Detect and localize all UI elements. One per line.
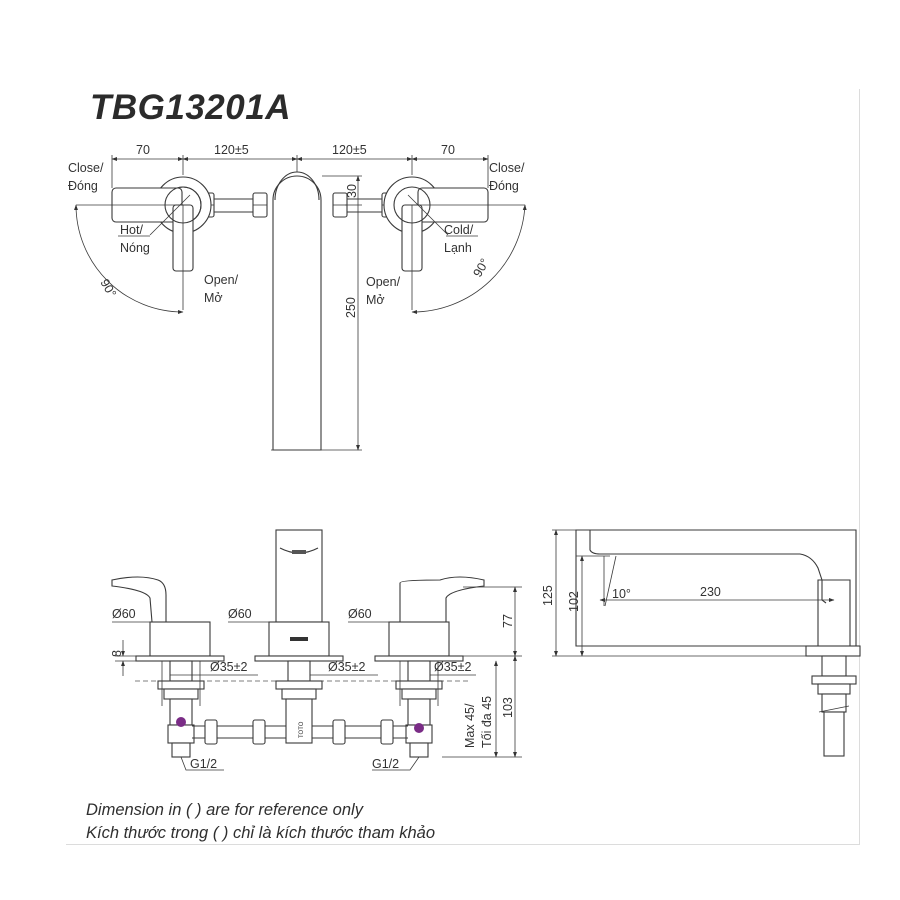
label-open-right-vn: Mở bbox=[366, 293, 385, 307]
angle-90-right: 90° bbox=[470, 256, 492, 279]
label-hot-vn: Nóng bbox=[120, 241, 150, 255]
label-cold-vn: Lạnh bbox=[444, 241, 472, 255]
dia-hole-2: Ø35±2 bbox=[328, 660, 365, 674]
shank-left bbox=[157, 660, 205, 758]
dim-70-left: 70 bbox=[136, 143, 150, 157]
dim-120-right: 120±5 bbox=[332, 143, 367, 157]
label-cold: Cold/ bbox=[444, 223, 474, 237]
model-title: TBG13201A bbox=[90, 88, 291, 127]
label-open-left-vn: Mở bbox=[204, 291, 223, 305]
dim-125: 125 bbox=[541, 585, 555, 606]
front-view: TOTO 8 Ø60 Ø bbox=[110, 529, 522, 771]
label-open-left: Open/ bbox=[204, 273, 239, 287]
label-close-left-vn: Đóng bbox=[68, 179, 98, 193]
label-close-right: Close/ bbox=[489, 161, 525, 175]
dim-230: 230 bbox=[700, 585, 721, 599]
dia-spout: Ø60 bbox=[228, 607, 252, 621]
dim-70-right: 70 bbox=[441, 143, 455, 157]
dia-handle-left: Ø60 bbox=[112, 607, 136, 621]
top-view: 70 120±5 120±5 70 bbox=[68, 143, 527, 451]
dim-77: 77 bbox=[501, 614, 515, 628]
dim-30: 30 bbox=[345, 184, 359, 198]
dia-handle-right: Ø60 bbox=[348, 607, 372, 621]
note-en: Dimension in ( ) are for reference only bbox=[86, 801, 363, 819]
dim-102: 102 bbox=[567, 591, 581, 612]
dia-hole-3: Ø35±2 bbox=[434, 660, 471, 674]
brand-mark: TOTO bbox=[299, 721, 305, 738]
label-close-left: Close/ bbox=[68, 161, 104, 175]
reference-note: Dimension in ( ) are for reference only … bbox=[86, 799, 435, 845]
dim-103: 103 bbox=[501, 697, 515, 718]
label-hot: Hot/ bbox=[120, 223, 143, 237]
label-open-right: Open/ bbox=[366, 275, 401, 289]
dim-8: 8 bbox=[110, 650, 124, 657]
thread-left: G1/2 bbox=[190, 757, 217, 771]
note-vn: Kích thước trong ( ) chỉ là kích thước t… bbox=[86, 824, 435, 842]
max-deck-vn: Tối đa 45 bbox=[480, 696, 494, 748]
angle-90-left: 90° bbox=[97, 277, 119, 300]
angle-10: 10° bbox=[612, 587, 631, 601]
max-deck-en: Max 45/ bbox=[463, 703, 477, 748]
dim-250: 250 bbox=[344, 297, 358, 318]
dim-120-left: 120±5 bbox=[214, 143, 249, 157]
drawing-frame bbox=[66, 89, 860, 845]
label-close-right-vn: Đóng bbox=[489, 179, 519, 193]
shank-center: TOTO bbox=[275, 660, 323, 744]
shank-right bbox=[395, 660, 443, 758]
dia-hole-1: Ø35±2 bbox=[210, 660, 247, 674]
thread-right: G1/2 bbox=[372, 757, 399, 771]
side-view: 125 102 230 10° bbox=[541, 529, 861, 757]
